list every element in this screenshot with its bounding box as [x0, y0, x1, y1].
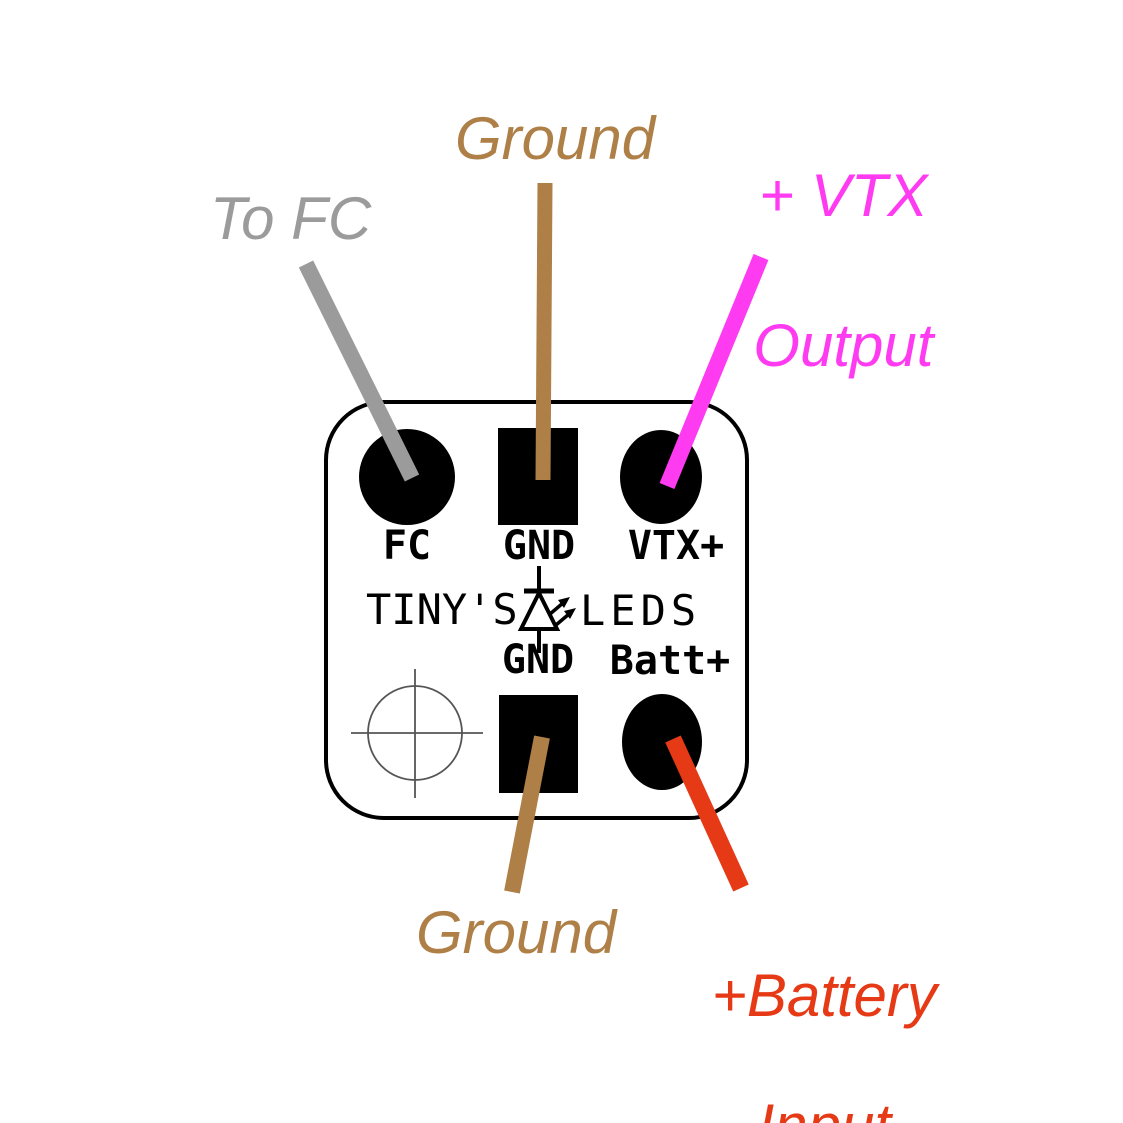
brand-text-left: TINY'S	[366, 585, 518, 634]
label-vtx-output-line2: Output	[753, 312, 934, 379]
led-diode-icon	[517, 566, 576, 653]
label-battery-input: +Battery Input	[645, 898, 937, 1123]
label-battery-input-line2: Input	[758, 1092, 891, 1123]
pad-label-batt: Batt+	[609, 638, 731, 684]
wire-to-fc	[298, 260, 420, 482]
wire-battery-input	[665, 735, 749, 892]
label-battery-input-line1: +Battery	[711, 962, 937, 1029]
label-ground-top: Ground	[455, 105, 656, 172]
wire-vtx-output	[659, 253, 769, 490]
label-ground-bottom: Ground	[416, 899, 617, 966]
label-vtx-output-line1: + VTX	[759, 162, 928, 229]
label-to-fc: To FC	[210, 185, 372, 252]
pad-label-gnd-bottom: GND	[501, 637, 575, 683]
label-vtx-output: + VTX Output	[687, 83, 934, 458]
pad-label-fc: FC	[382, 523, 432, 569]
pad-label-gnd-top: GND	[502, 523, 576, 569]
fiducial-crosshair-icon	[351, 669, 483, 798]
wire-ground-top	[535, 182, 553, 481]
pad-label-vtx: VTX+	[627, 523, 725, 569]
brand-text-right: LEDS	[580, 586, 702, 635]
wire-ground-bottom	[504, 735, 550, 894]
